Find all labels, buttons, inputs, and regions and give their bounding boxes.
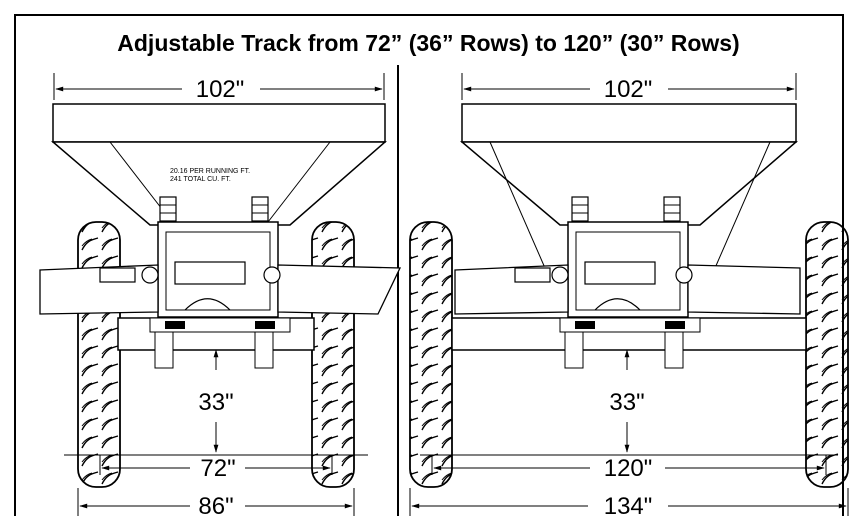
left-spinner-deck	[39, 264, 159, 315]
left-hopper-width-dim: 102"	[196, 76, 245, 103]
right-spreader: 102" 33"	[409, 73, 849, 516]
right-overall-dim: 134"	[604, 493, 653, 516]
right-hopper-lip	[461, 103, 797, 143]
left-capacity-note-2: 241 TOTAL CU. FT.	[170, 176, 231, 183]
right-spinner-deck	[454, 264, 569, 315]
right-hopper-width-dim: 102"	[604, 76, 653, 103]
right-clearance-dim: 33"	[609, 389, 644, 416]
left-clearance-dim: 33"	[198, 389, 233, 416]
left-tire-outer-left	[77, 221, 121, 488]
left-hopper-lip	[52, 103, 386, 143]
right-tire-outer-left	[409, 221, 453, 488]
right-hopper-body	[459, 141, 799, 226]
left-capacity-note-1: 20.16 PER RUNNING FT.	[170, 168, 250, 175]
right-track-dim: 120"	[604, 455, 653, 482]
diagram-title: Adjustable Track from 72” (36” Rows) to …	[117, 30, 740, 56]
left-spreader: 102" 20.16 PER RUNNING FT. 241 TOTAL CU.…	[39, 73, 402, 516]
left-hopper-body	[50, 141, 387, 226]
left-tire-outer-right	[311, 221, 355, 488]
left-track-dim: 72"	[200, 455, 235, 482]
left-overall-dim: 86"	[198, 493, 233, 516]
right-tire-outer-right	[805, 221, 849, 488]
